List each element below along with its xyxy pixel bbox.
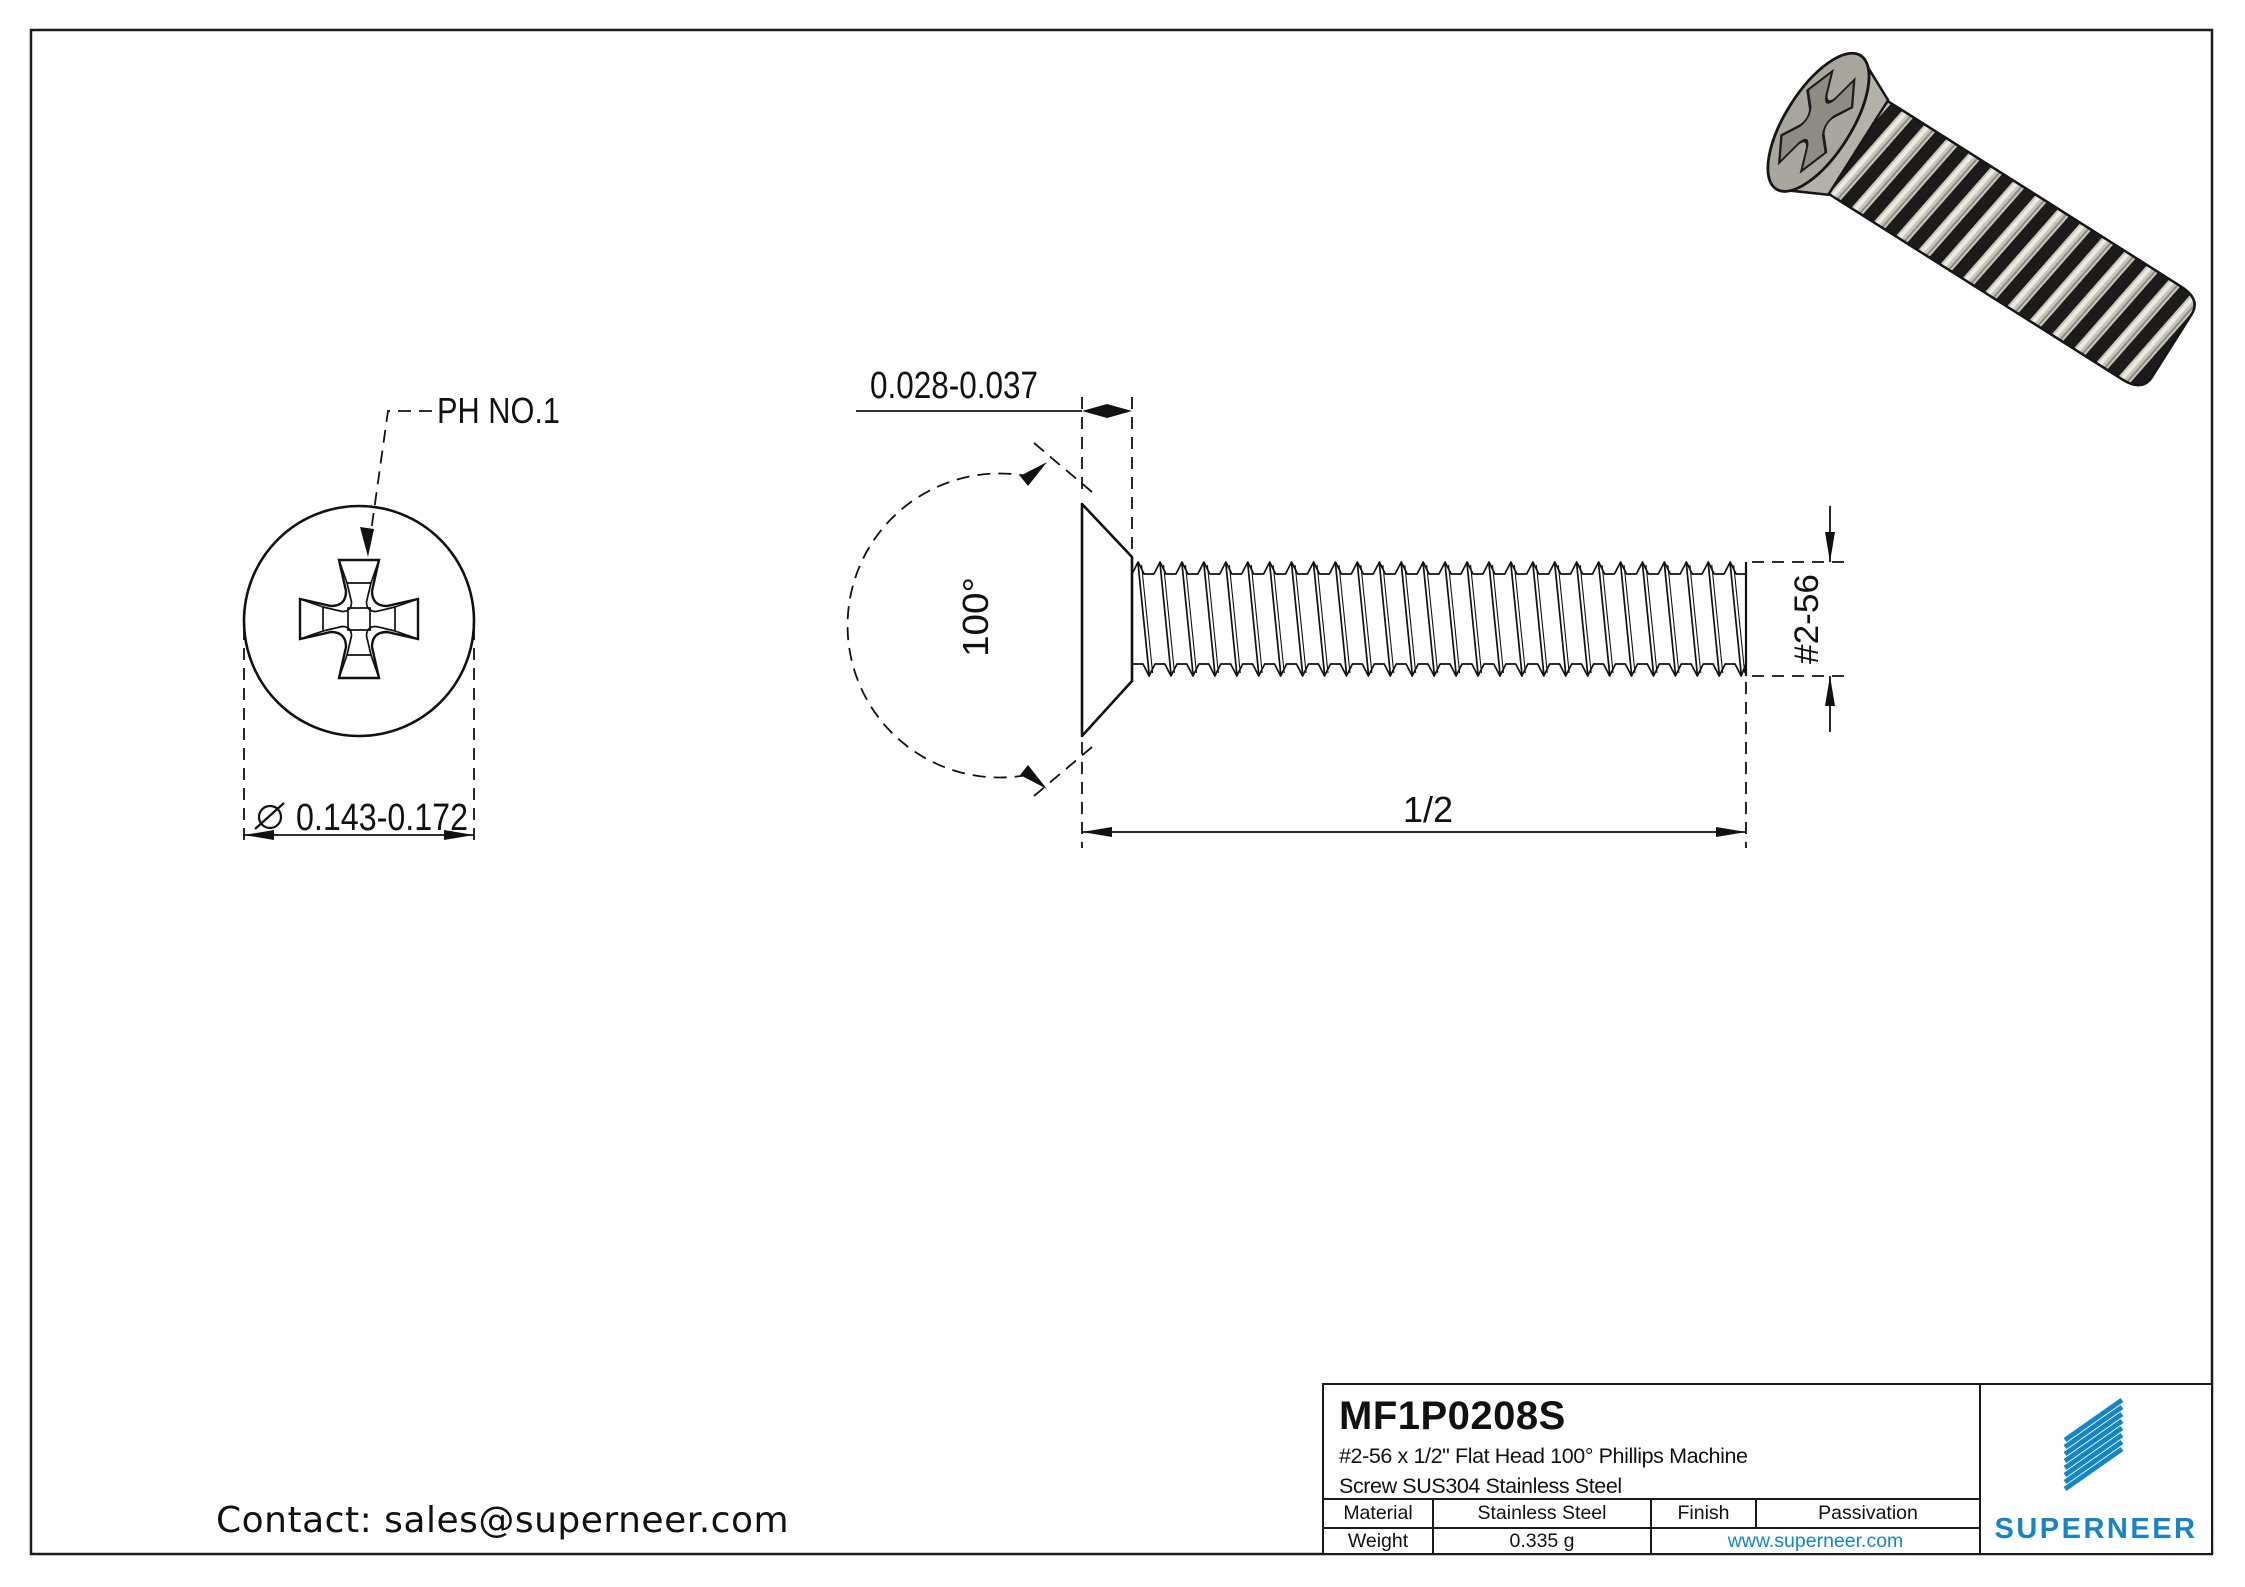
length-dimension-lines xyxy=(1081,682,1747,848)
part-number: MF1P0208S xyxy=(1339,1394,1566,1438)
screw-3d-shank xyxy=(1825,98,2196,387)
title-block-row-1: Material Stainless Steel Finish Passivat… xyxy=(1324,1498,1979,1527)
diameter-dimension-label: 0.143-0.172 xyxy=(296,797,468,839)
finish-label: Finish xyxy=(1650,1500,1755,1527)
material-label: Material xyxy=(1343,1502,1413,1524)
phillips-recess-outline xyxy=(298,558,420,680)
front-view xyxy=(242,410,476,848)
title-block-header: MF1P0208S #2-56 x 1/2" Flat Head 100° Ph… xyxy=(1324,1385,1979,1498)
screw-3d-preview xyxy=(1766,51,2196,387)
head-outline xyxy=(242,504,476,738)
contact-text: Contact: sales@superneer.com xyxy=(216,1500,790,1541)
diameter-dimension-lines xyxy=(243,628,475,848)
length-arrow-left xyxy=(1082,827,1112,837)
dim-arrow-right xyxy=(444,830,474,840)
thread-profile xyxy=(1131,561,1747,677)
head-height-dim-arrow xyxy=(1082,404,1132,418)
recess-label: PH NO.1 xyxy=(437,390,560,431)
recess-leader-line xyxy=(368,410,432,547)
angle-arrow-bottom xyxy=(1020,765,1047,789)
thread-size-dimension-label: #2-56 xyxy=(1788,574,1826,664)
finish-value: Passivation xyxy=(1755,1500,1979,1527)
brand-cell: SUPERNEER xyxy=(1979,1385,2211,1553)
leader-arrowhead xyxy=(360,527,374,557)
head-height-dimension-lines xyxy=(856,397,1133,551)
weight-label: Weight xyxy=(1347,1529,1409,1552)
description-line-2: Screw SUS304 Stainless Steel xyxy=(1339,1474,1622,1498)
thread-dim-arrow-top xyxy=(1825,532,1835,562)
drawing-frame xyxy=(29,28,2214,1556)
weight-value: 0.335 g xyxy=(1432,1529,1650,1553)
dim-arrow-left xyxy=(244,830,274,840)
thread-dim-arrow-bottom xyxy=(1825,676,1835,706)
angle-arrow-top xyxy=(1020,462,1047,486)
side-view xyxy=(846,397,1848,848)
length-arrow-right xyxy=(1716,827,1746,837)
title-block: MF1P0208S #2-56 x 1/2" Flat Head 100° Ph… xyxy=(1322,1383,2213,1555)
diameter-symbol xyxy=(257,804,283,830)
head-angle-dimension-lines xyxy=(846,437,1093,802)
title-block-row-2: Weight 0.335 g www.superneer.com xyxy=(1324,1527,1979,1553)
material-value: Stainless Steel xyxy=(1432,1500,1650,1527)
length-dimension-label: 1/2 xyxy=(1403,789,1453,830)
head-profile xyxy=(1080,502,1134,738)
head-angle-dimension-label: 100° xyxy=(955,577,996,657)
website-link[interactable]: www.superneer.com xyxy=(1650,1529,1979,1553)
description-line-1: #2-56 x 1/2" Flat Head 100° Phillips Mac… xyxy=(1339,1444,1748,1468)
brand-name: SUPERNEER xyxy=(1994,1513,2198,1545)
phillips-recess-detail xyxy=(299,559,419,679)
superneer-logo xyxy=(2063,1398,2124,1491)
head-height-dimension-label: 0.028-0.037 xyxy=(870,365,1038,407)
